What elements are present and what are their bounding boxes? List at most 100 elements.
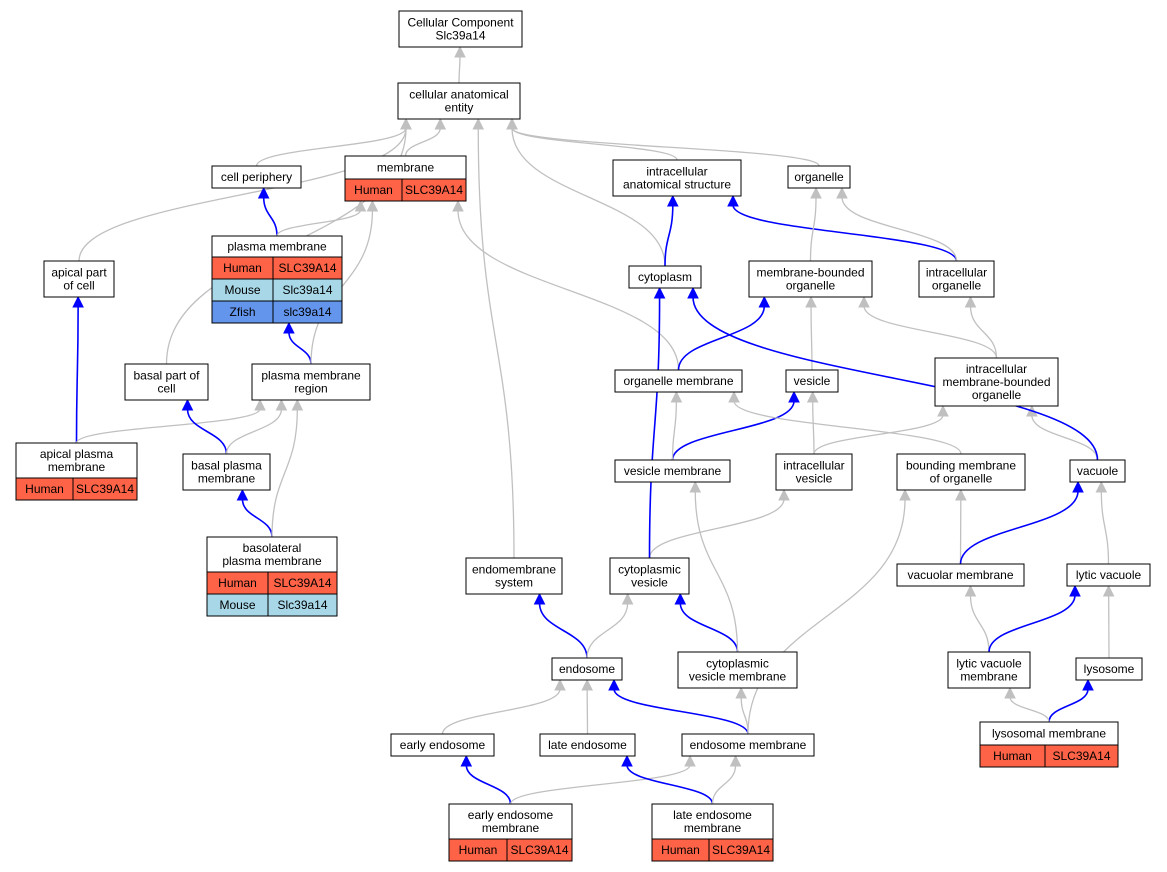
gene-label: Slc39a14 bbox=[277, 598, 327, 612]
species-label: Mouse bbox=[224, 283, 260, 297]
node-label: Cellular Component bbox=[407, 16, 514, 30]
node-label: intracellular bbox=[926, 266, 987, 280]
node-ee[interactable]: early endosome bbox=[390, 733, 495, 757]
arrowhead-icon bbox=[1069, 584, 1081, 597]
gene-label: SLC39A14 bbox=[273, 576, 331, 590]
node-label: vesicle bbox=[796, 472, 833, 486]
edge-line bbox=[988, 594, 1076, 653]
node-box bbox=[947, 651, 1031, 689]
edge-line bbox=[1100, 490, 1110, 565]
arrowhead-icon bbox=[621, 592, 634, 605]
node-label: vacuolar membrane bbox=[907, 568, 1013, 582]
gene-cell bbox=[72, 477, 138, 501]
species-label: Human bbox=[993, 749, 1032, 763]
node-vacuole[interactable]: vacuole bbox=[1069, 459, 1126, 483]
arrowhead-icon bbox=[1004, 686, 1016, 699]
edge-em-to-endosome bbox=[608, 678, 749, 735]
node-vesmem[interactable]: vesicle membrane bbox=[614, 459, 731, 483]
edge-line bbox=[694, 490, 739, 653]
node-label: membrane bbox=[960, 670, 1018, 684]
arrowhead-icon bbox=[181, 398, 194, 411]
edge-line bbox=[511, 127, 666, 267]
node-box bbox=[124, 363, 209, 401]
node-label: apical part bbox=[51, 266, 107, 280]
arrowhead-icon bbox=[964, 295, 977, 308]
node-label: cellular anatomical bbox=[409, 88, 508, 102]
node-lytvac[interactable]: lytic vacuole bbox=[1066, 563, 1151, 587]
node-label: early endosome bbox=[468, 808, 554, 822]
node-label: lytic vacuole bbox=[956, 657, 1022, 671]
edge-line bbox=[648, 296, 661, 559]
edge-line bbox=[288, 331, 312, 365]
gene-label: slc39a14 bbox=[283, 305, 331, 319]
node-label: cytoplasmic bbox=[706, 657, 769, 671]
node-orgmem[interactable]: organelle membrane bbox=[614, 369, 743, 393]
node-lysosome[interactable]: lysosome bbox=[1075, 657, 1143, 681]
species-label: Human bbox=[459, 843, 498, 857]
edge-line bbox=[648, 498, 785, 559]
node-le[interactable]: late endosome bbox=[539, 733, 636, 757]
arrowhead-icon bbox=[454, 45, 466, 58]
arrowhead-icon bbox=[778, 488, 790, 501]
edge-orgmem-to-membrane bbox=[452, 199, 680, 371]
arrowhead-icon bbox=[810, 186, 822, 199]
edge-io-to-ias bbox=[727, 194, 958, 262]
node-vesicle[interactable]: vesicle bbox=[785, 369, 839, 393]
node-cellperiph[interactable]: cell periphery bbox=[211, 165, 302, 189]
edge-bmo-to-orgmem bbox=[728, 390, 962, 455]
edge-line bbox=[733, 400, 962, 455]
arrowhead-icon bbox=[836, 186, 848, 199]
edge-line bbox=[262, 196, 278, 237]
node-box bbox=[628, 265, 702, 289]
node-label: basal plasma bbox=[191, 459, 262, 473]
node-organelle[interactable]: organelle bbox=[787, 165, 851, 189]
node-endosome[interactable]: endosome bbox=[551, 657, 623, 681]
node-cytoplasm[interactable]: cytoplasm bbox=[628, 265, 702, 289]
node-box bbox=[390, 733, 495, 757]
node-label: region bbox=[294, 382, 327, 396]
gene-label: SLC39A14 bbox=[712, 843, 770, 857]
node-box bbox=[539, 733, 636, 757]
node-label: vacuole bbox=[1077, 464, 1119, 478]
arrowhead-icon bbox=[653, 286, 666, 299]
node-em[interactable]: endosome membrane bbox=[681, 733, 815, 757]
edge-membrane-to-cae bbox=[404, 117, 447, 157]
edge-le-to-endosome bbox=[581, 678, 593, 735]
edge-line bbox=[75, 408, 261, 444]
node-label: vesicle bbox=[631, 576, 668, 590]
arrowhead-icon bbox=[670, 390, 683, 403]
edge-line bbox=[677, 305, 766, 371]
node-vacmem[interactable]: vacuolar membrane bbox=[896, 563, 1025, 587]
arrowhead-icon bbox=[608, 678, 620, 691]
node-label: organelle bbox=[786, 279, 836, 293]
gene-label: Slc39a14 bbox=[282, 283, 332, 297]
node-box bbox=[681, 733, 815, 757]
edge-iv-to-imbo bbox=[813, 404, 949, 455]
species-label: Mouse bbox=[219, 598, 255, 612]
node-box bbox=[748, 260, 873, 298]
species-label: Human bbox=[223, 261, 262, 275]
